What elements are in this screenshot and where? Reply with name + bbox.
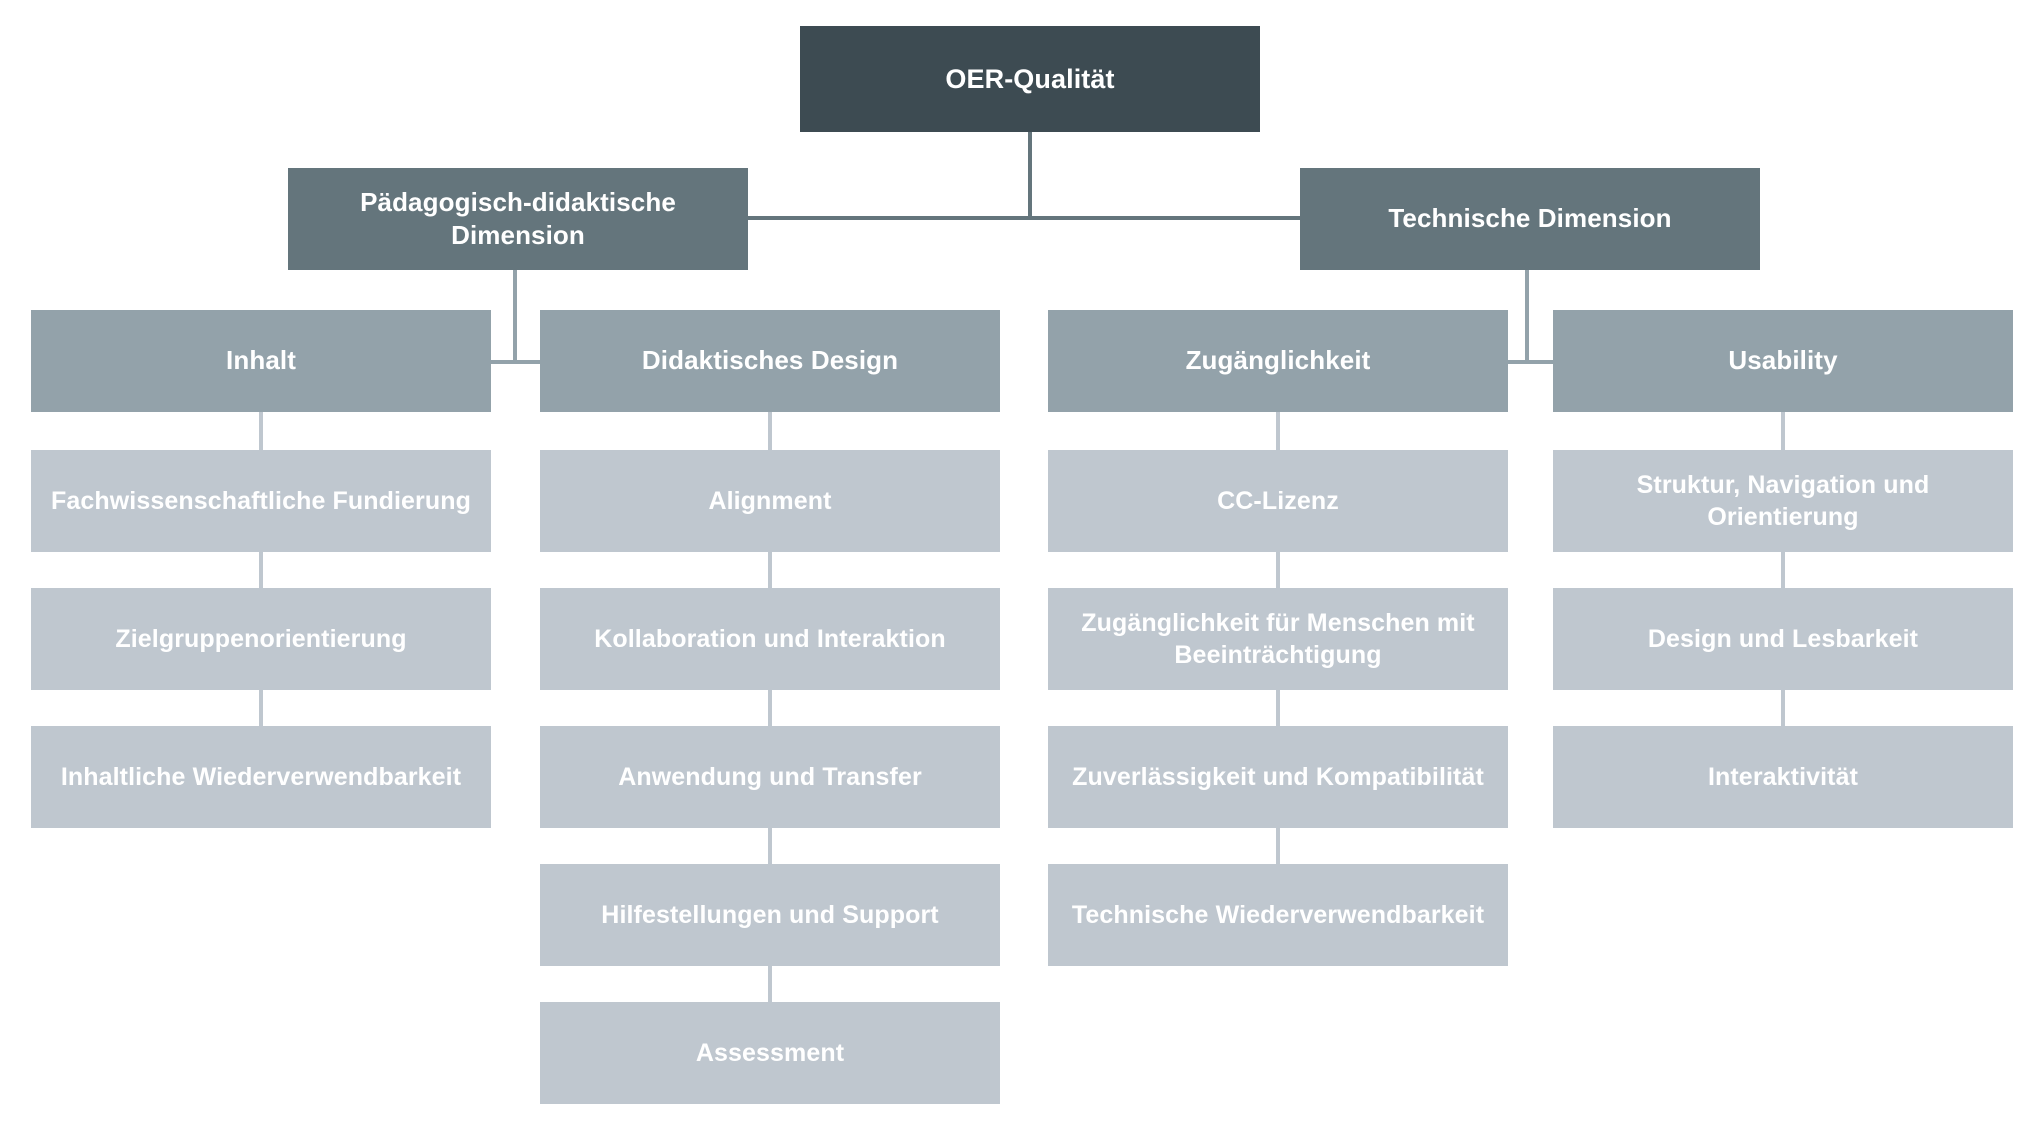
node-leaf-assessment[interactable]: Assessment <box>540 1002 1000 1104</box>
node-label: Inhalt <box>226 345 296 376</box>
node-category-didaktisches-design[interactable]: Didaktisches Design <box>540 310 1000 412</box>
node-leaf-struktur-navigation-und-orientierung[interactable]: Struktur, Navigation und Orientierung <box>1553 450 2013 552</box>
connector-right-dimension-stem <box>1525 270 1529 364</box>
connector-col3-link-3 <box>1276 688 1280 726</box>
node-label: Zugänglichkeit <box>1185 345 1371 376</box>
node-label: Zielgruppenorientierung <box>115 625 407 653</box>
node-dimension-paedagogisch-didaktisch[interactable]: Pädagogisch-didaktische Dimension <box>288 168 748 270</box>
node-leaf-hilfestellungen-und-support[interactable]: Hilfestellungen und Support <box>540 864 1000 966</box>
node-label: Hilfestellungen und Support <box>601 901 939 929</box>
connector-dimension-bus <box>740 216 1320 220</box>
node-leaf-kollaboration-und-interaktion[interactable]: Kollaboration und Interaktion <box>540 588 1000 690</box>
connector-col3-link-2 <box>1276 550 1280 588</box>
node-leaf-alignment[interactable]: Alignment <box>540 450 1000 552</box>
connector-right-category-bus <box>1500 360 1556 364</box>
node-label: Struktur, Navigation und Orientierung <box>1636 471 1930 531</box>
node-leaf-inhaltliche-wiederverwendbarkeit[interactable]: Inhaltliche Wiederverwendbarkeit <box>31 726 491 828</box>
node-leaf-technische-wiederverwendbarkeit[interactable]: Technische Wiederverwendbarkeit <box>1048 864 1508 966</box>
connector-col2-link-1 <box>768 412 772 450</box>
node-label: OER-Qualität <box>945 63 1115 94</box>
connector-col4-link-2 <box>1781 550 1785 588</box>
connector-col2-link-4 <box>768 826 772 864</box>
connector-col2-link-5 <box>768 964 772 1002</box>
node-label: Fachwissenschaftliche Fundierung <box>51 487 471 515</box>
connector-col3-link-4 <box>1276 826 1280 864</box>
node-leaf-zielgruppenorientierung[interactable]: Zielgruppenorientierung <box>31 588 491 690</box>
connector-col3-link-1 <box>1276 412 1280 450</box>
node-leaf-fachwissenschaftliche-fundierung[interactable]: Fachwissenschaftliche Fundierung <box>31 450 491 552</box>
node-label: Zugänglichkeit für Menschen mit Beeinträ… <box>1081 609 1475 669</box>
node-category-usability[interactable]: Usability <box>1553 310 2013 412</box>
node-label: Technische Wiederverwendbarkeit <box>1071 901 1485 929</box>
connector-left-dimension-stem <box>513 270 517 364</box>
connector-col1-link-3 <box>259 688 263 726</box>
node-label: Technische Dimension <box>1388 203 1672 234</box>
node-leaf-design-und-lesbarkeit[interactable]: Design und Lesbarkeit <box>1553 588 2013 690</box>
node-label: Pädagogisch-didaktische Dimension <box>360 186 676 250</box>
node-label: Alignment <box>708 487 832 515</box>
connector-col2-link-2 <box>768 550 772 588</box>
node-label: Zuverlässigkeit und Kompatibilität <box>1072 763 1484 791</box>
node-label: Anwendung und Transfer <box>618 763 922 791</box>
node-label: Didaktisches Design <box>641 345 899 376</box>
connector-col4-link-1 <box>1781 412 1785 450</box>
node-label: Assessment <box>695 1039 845 1067</box>
node-leaf-cc-lizenz[interactable]: CC-Lizenz <box>1048 450 1508 552</box>
node-label: Design und Lesbarkeit <box>1647 625 1919 653</box>
node-label: Usability <box>1728 345 1838 376</box>
connector-col4-link-3 <box>1781 688 1785 726</box>
node-category-inhalt[interactable]: Inhalt <box>31 310 491 412</box>
node-root-oer-qualitaet[interactable]: OER-Qualität <box>800 26 1260 132</box>
node-label: Interaktivität <box>1707 763 1859 791</box>
connector-col2-link-3 <box>768 688 772 726</box>
node-leaf-anwendung-und-transfer[interactable]: Anwendung und Transfer <box>540 726 1000 828</box>
connector-col1-link-1 <box>259 412 263 450</box>
node-label: CC-Lizenz <box>1217 487 1339 515</box>
node-dimension-technische[interactable]: Technische Dimension <box>1300 168 1760 270</box>
node-leaf-zugaenglichkeit-fuer-menschen-mit-beeintraechtigung[interactable]: Zugänglichkeit für Menschen mit Beeinträ… <box>1048 588 1508 690</box>
connector-col1-link-2 <box>259 550 263 588</box>
node-label: Inhaltliche Wiederverwendbarkeit <box>60 763 462 791</box>
node-leaf-zuverlaessigkeit-und-kompatibilitaet[interactable]: Zuverlässigkeit und Kompatibilität <box>1048 726 1508 828</box>
node-category-zugaenglichkeit[interactable]: Zugänglichkeit <box>1048 310 1508 412</box>
connector-left-category-bus <box>488 360 544 364</box>
node-leaf-interaktivitaet[interactable]: Interaktivität <box>1553 726 2013 828</box>
connector-root-stem <box>1028 132 1032 218</box>
node-label: Kollaboration und Interaktion <box>594 625 946 653</box>
